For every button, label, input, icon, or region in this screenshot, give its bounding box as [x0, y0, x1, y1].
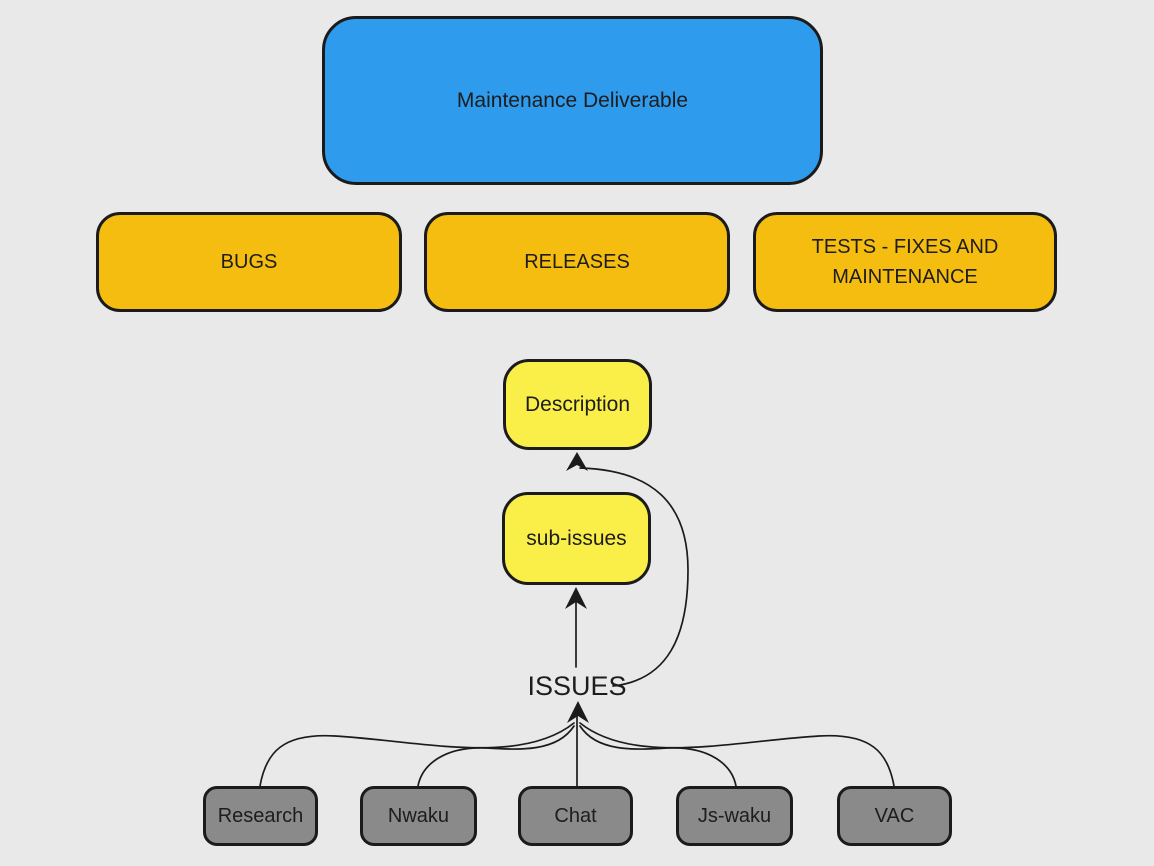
node-description: Description [503, 359, 652, 450]
node-vac-label: VAC [874, 805, 915, 827]
edge-issues-description [579, 467, 689, 687]
node-sub-issues-label: sub-issues [526, 526, 627, 550]
arrowhead-issues [567, 701, 589, 723]
node-vac: VAC [837, 786, 952, 846]
node-chat: Chat [518, 786, 633, 846]
node-bugs: BUGS [96, 212, 402, 312]
node-sub-issues: sub-issues [502, 492, 651, 585]
issues-text-label: ISSUES [527, 670, 627, 701]
node-maintenance-deliverable: Maintenance Deliverable [322, 16, 823, 185]
node-nwaku: Nwaku [360, 786, 477, 846]
edge-research-issues [259, 722, 575, 787]
node-tests-fixes-maintenance: TESTS - FIXES AND MAINTENANCE [753, 212, 1057, 312]
issues-text: ISSUES [507, 670, 647, 702]
node-research: Research [203, 786, 318, 846]
node-description-label: Description [524, 392, 631, 416]
node-nwaku-label: Nwaku [387, 805, 450, 827]
node-maintenance-deliverable-label: Maintenance Deliverable [456, 88, 689, 112]
node-js-waku: Js-waku [676, 786, 793, 846]
node-chat-label: Chat [554, 805, 597, 827]
node-tests-fixes-maintenance-label: TESTS - FIXES AND MAINTENANCE [811, 236, 999, 288]
node-research-label: Research [217, 805, 304, 827]
node-bugs-label: BUGS [220, 251, 278, 273]
edge-jswaku-issues [579, 725, 737, 787]
edge-vac-issues [579, 722, 895, 787]
arrowhead-description [566, 452, 588, 471]
node-releases: RELEASES [424, 212, 730, 312]
node-releases-label: RELEASES [524, 251, 630, 273]
node-js-waku-label: Js-waku [697, 805, 772, 827]
edge-nwaku-issues [417, 725, 575, 787]
arrowhead-subissues [565, 587, 587, 609]
